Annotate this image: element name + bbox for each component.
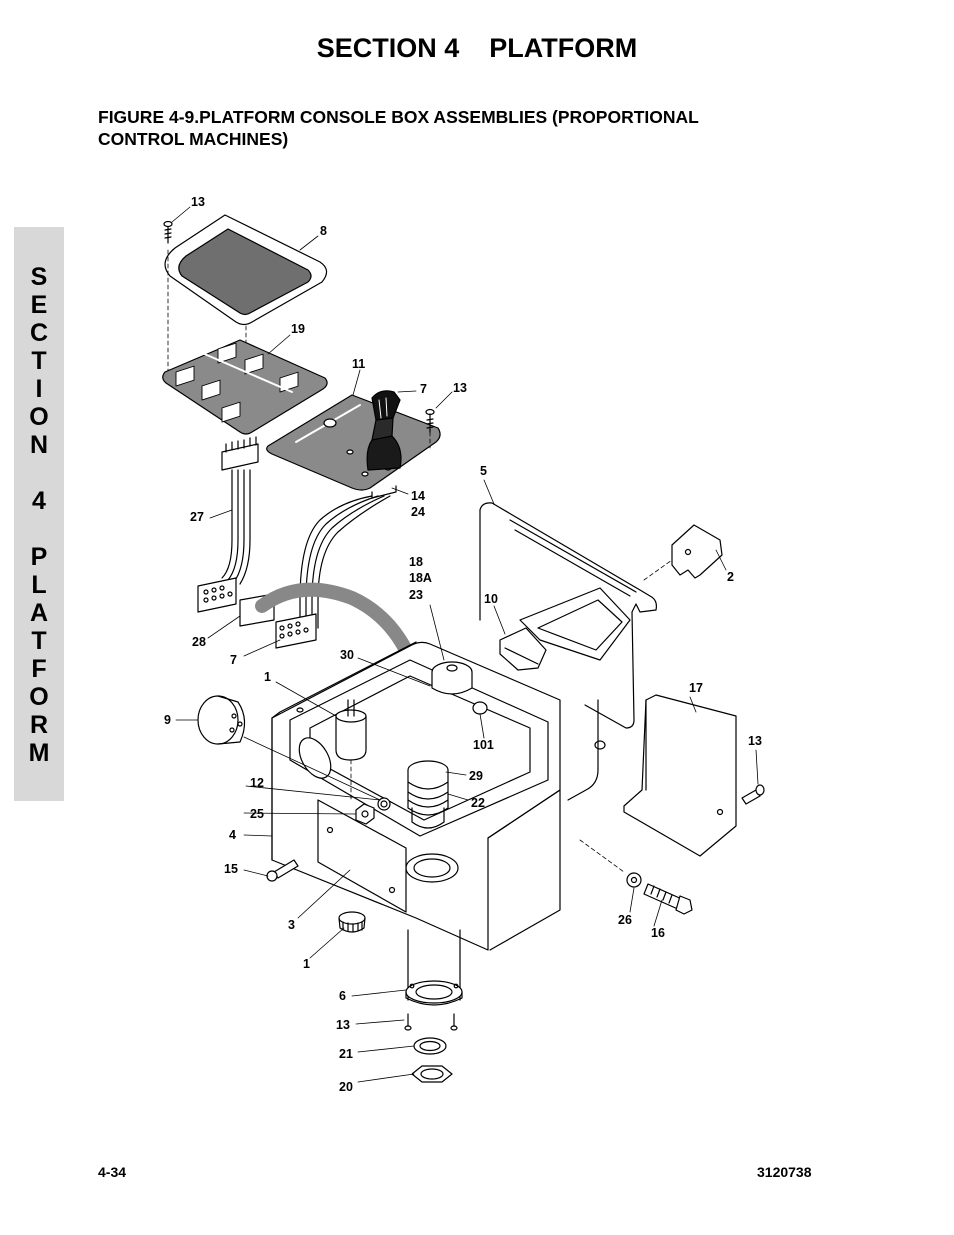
callout-label: 30	[340, 648, 354, 662]
callout-label: 13	[191, 195, 205, 209]
ring-nut-icon	[338, 911, 366, 933]
bushing-icon	[377, 797, 391, 811]
figure-title-line-2: CONTROL MACHINES)	[98, 129, 289, 149]
bracket-clip	[671, 524, 723, 579]
side-tab-letter: A	[29, 599, 49, 627]
side-tab-letter: F	[31, 655, 47, 683]
callout-label: 4	[229, 828, 236, 842]
screw-icon	[163, 220, 173, 244]
side-plate	[623, 694, 737, 857]
hex-nut-icon	[411, 1065, 453, 1083]
callout-label: 20	[339, 1080, 353, 1094]
side-tab-letter: I	[35, 375, 43, 403]
callout-label: 17	[689, 681, 703, 695]
callout-label: 10	[484, 592, 498, 606]
callout-label: 7	[420, 382, 427, 396]
screw-icon	[741, 784, 765, 805]
callout-label: 28	[192, 635, 206, 649]
callout-label: 8	[320, 224, 327, 238]
callout-label: 101	[473, 738, 494, 752]
side-tab-letter: R	[29, 711, 49, 739]
console-front-plate	[317, 799, 407, 913]
callout-label: 7	[230, 653, 237, 667]
callout-label: 24	[411, 505, 425, 519]
side-tab-letter: T	[31, 347, 47, 375]
section-side-tab: S E C T I O N 4 P L A T F O R M	[14, 227, 64, 801]
callout-label: 1	[303, 957, 310, 971]
figure-title-line-1: FIGURE 4-9.PLATFORM CONSOLE BOX ASSEMBLI…	[98, 107, 699, 127]
callout-label: 2	[727, 570, 734, 584]
callout-label: 9	[164, 713, 171, 727]
callout-label: 5	[480, 464, 487, 478]
mounting-flange	[405, 980, 463, 1006]
side-tab-letter: O	[29, 403, 49, 431]
side-tab-letter: C	[29, 319, 49, 347]
side-tab-letter: P	[30, 543, 48, 571]
callout-label: 13	[336, 1018, 350, 1032]
callout-label: 14	[411, 489, 425, 503]
callout-label: 13	[748, 734, 762, 748]
joystick-controller	[366, 390, 402, 471]
console-top-plate	[266, 394, 441, 499]
callout-label: 16	[651, 926, 665, 940]
wire-harness	[239, 495, 391, 649]
washer-icon	[413, 1037, 447, 1055]
bulkhead-connector	[197, 695, 246, 745]
callout-label: 18	[409, 555, 423, 569]
screw-icon	[404, 1013, 458, 1031]
receptacle-connector	[407, 760, 449, 829]
switch-guard	[499, 627, 547, 671]
callout-label: 25	[250, 807, 264, 821]
callout-label: 19	[291, 322, 305, 336]
page-number: 4-34	[98, 1164, 127, 1180]
section-title: SECTION 4 PLATFORM	[316, 33, 638, 63]
lock-washer-icon	[626, 872, 642, 888]
side-tab-letter: N	[29, 431, 49, 459]
callout-label: 26	[618, 913, 632, 927]
callout-label: 6	[339, 989, 346, 1003]
screw-icon	[425, 408, 435, 433]
callout-label: 27	[190, 510, 204, 524]
leader-lines	[171, 206, 759, 1083]
wire-harness	[197, 436, 259, 613]
document-number: 3120738	[757, 1164, 812, 1180]
side-tab-letter: O	[29, 683, 49, 711]
callout-label: 15	[224, 862, 238, 876]
callout-label: 21	[339, 1047, 353, 1061]
callout-label: 12	[250, 776, 264, 790]
callout-label: 18A	[409, 571, 432, 585]
side-tab-letter: M	[28, 739, 50, 767]
callout-label: 22	[471, 796, 485, 810]
console-box	[271, 641, 561, 1001]
side-tab-letter: E	[30, 291, 48, 319]
bolt-icon	[643, 883, 693, 915]
callout-label: 11	[352, 357, 365, 371]
side-tab-letter: L	[31, 571, 47, 599]
callout-labels: 13 8 19 11 7 13 14 24 5 27 2 18 18A 23 1…	[164, 195, 762, 1094]
side-tab-letter: S	[30, 263, 48, 291]
indicator-lamp	[472, 701, 488, 715]
toggle-switch	[335, 699, 367, 801]
side-tab-letter: 4	[32, 487, 46, 515]
side-tab-letter: T	[31, 627, 47, 655]
control-decal-panel	[162, 339, 328, 435]
hex-nut-icon	[355, 803, 375, 825]
callout-label: 29	[469, 769, 483, 783]
callout-label: 13	[453, 381, 467, 395]
emergency-stop-switch	[431, 661, 473, 695]
callout-label: 23	[409, 588, 423, 602]
figure-title: FIGURE 4-9.PLATFORM CONSOLE BOX ASSEMBLI…	[98, 106, 798, 150]
screw-icon	[266, 859, 299, 882]
mounting-bracket	[479, 502, 657, 801]
callout-label: 3	[288, 918, 295, 932]
callout-label: 1	[264, 670, 271, 684]
console-cover-gasket	[164, 214, 328, 326]
